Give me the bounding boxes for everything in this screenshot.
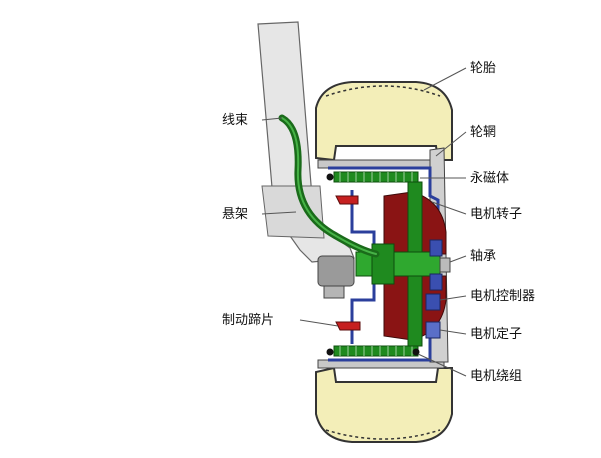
label-suspension: 悬架 — [222, 207, 248, 222]
label-rotor: 电机转子 — [470, 207, 522, 222]
label-permanent-magnet: 永磁体 — [470, 171, 509, 186]
label-stator: 电机定子 — [470, 327, 522, 342]
controller — [425, 293, 441, 311]
wiring-harness-highlight — [281, 117, 377, 255]
tire-lower — [315, 366, 453, 443]
winding-ring — [333, 345, 419, 357]
brake-shoe-upper — [335, 195, 359, 205]
bearing — [429, 239, 451, 291]
leader-lines — [261, 67, 467, 377]
label-controller: 电机控制器 — [470, 289, 535, 304]
stator — [425, 321, 441, 339]
permanent-magnet-ring — [333, 171, 419, 183]
label-bearing: 轴承 — [470, 249, 496, 264]
brake-shoe-lower — [335, 321, 361, 331]
label-tire: 轮胎 — [470, 61, 496, 76]
housing-rivets — [326, 173, 420, 356]
label-harness: 线束 — [222, 113, 248, 128]
label-winding: 电机绕组 — [470, 369, 522, 384]
label-rim: 轮辋 — [470, 125, 496, 140]
steering-knuckle — [317, 255, 355, 299]
tire-upper — [315, 81, 453, 162]
label-brake-pad: 制动蹄片 — [222, 312, 274, 328]
